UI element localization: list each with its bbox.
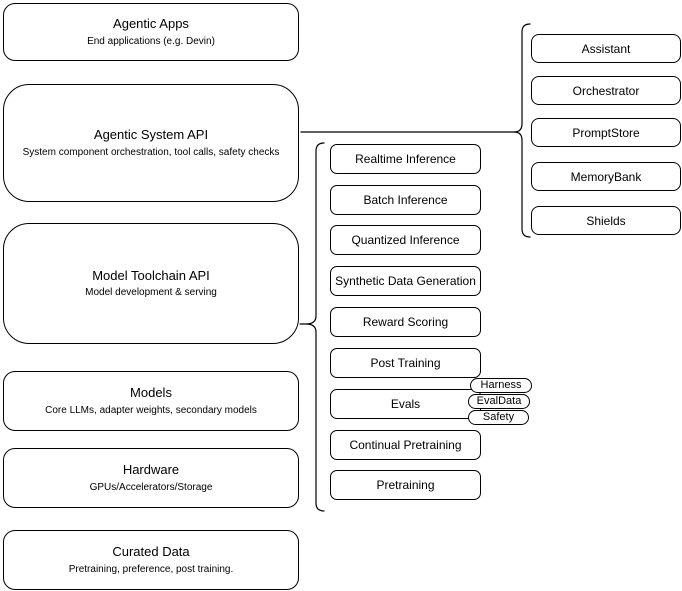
node-realtime-inference: Realtime Inference bbox=[330, 144, 481, 174]
toolchain-bracket bbox=[305, 142, 325, 512]
layer-subtitle: End applications (e.g. Devin) bbox=[87, 35, 215, 47]
layer-title: Models bbox=[130, 385, 172, 401]
node-quantized-inference: Quantized Inference bbox=[330, 225, 481, 255]
layer-curated-data: Curated Data Pretraining, preference, po… bbox=[3, 530, 299, 590]
layer-title: Agentic System API bbox=[93, 127, 209, 143]
layer-title: Curated Data bbox=[112, 544, 190, 560]
layer-subtitle: Core LLMs, adapter weights, secondary mo… bbox=[45, 404, 257, 416]
node-evals: Evals bbox=[330, 389, 481, 419]
node-synthetic-data-generation: Synthetic Data Generation bbox=[330, 266, 481, 296]
layer-title: Model Toolchain API bbox=[92, 267, 210, 283]
node-reward-scoring: Reward Scoring bbox=[330, 307, 481, 337]
layer-title: Agentic Apps bbox=[113, 16, 189, 32]
node-post-training: Post Training bbox=[330, 348, 481, 378]
layer-hardware: Hardware GPUs/Accelerators/Storage bbox=[3, 448, 299, 508]
component-assistant: Assistant bbox=[531, 34, 681, 63]
layer-subtitle: System component orchestration, tool cal… bbox=[22, 146, 280, 158]
layer-agentic-system-api: Agentic System API System component orch… bbox=[3, 84, 299, 202]
layer-subtitle: Pretraining, preference, post training. bbox=[68, 563, 234, 575]
tag-safety: Safety bbox=[468, 410, 529, 425]
layer-title: Hardware bbox=[122, 462, 180, 478]
node-continual-pretraining: Continual Pretraining bbox=[330, 430, 481, 460]
tag-evaldata: EvalData bbox=[468, 394, 530, 409]
layer-agentic-apps: Agentic Apps End applications (e.g. Devi… bbox=[3, 3, 299, 61]
tag-harness: Harness bbox=[470, 378, 532, 393]
layer-subtitle: Model development & serving bbox=[85, 287, 217, 299]
component-orchestrator: Orchestrator bbox=[531, 76, 681, 105]
component-promptstore: PromptStore bbox=[531, 118, 681, 147]
layer-models: Models Core LLMs, adapter weights, secon… bbox=[3, 371, 299, 431]
layer-subtitle: GPUs/Accelerators/Storage bbox=[89, 481, 213, 493]
node-batch-inference: Batch Inference bbox=[330, 185, 481, 215]
component-shields: Shields bbox=[531, 206, 681, 235]
components-bracket bbox=[513, 23, 531, 238]
layer-model-toolchain-api: Model Toolchain API Model development & … bbox=[3, 223, 299, 344]
node-pretraining: Pretraining bbox=[330, 470, 481, 500]
component-memorybank: MemoryBank bbox=[531, 162, 681, 191]
